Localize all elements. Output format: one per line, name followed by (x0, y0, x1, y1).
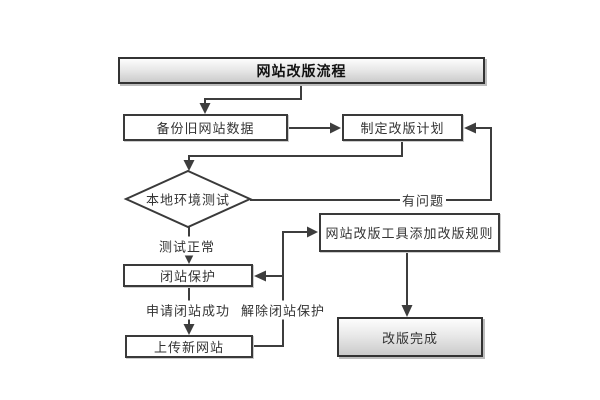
backup-label: 备份旧网站数据 (156, 121, 255, 136)
arrowhead-into-plan-left (330, 122, 341, 134)
connector-upload-to-tool (253, 231, 308, 347)
tool-label: 网站改版工具添加改版规则 (325, 226, 494, 241)
arrowhead-into-protect-top (183, 253, 195, 264)
edge-label-remove-protect: 解除闭站保护 (238, 300, 328, 320)
arrowhead-into-tool (307, 226, 318, 238)
local-test-diamond-label: 本地环境测试 (145, 192, 231, 208)
upload-node: 上传新网站 (125, 335, 253, 358)
decision-diamond-shape (123, 169, 253, 229)
flow-title-label: 网站改版流程 (256, 62, 347, 79)
edge-label-apply-success: 申请闭站成功 (143, 300, 233, 320)
arrowhead-into-test (183, 160, 195, 171)
arrowhead-into-backup (199, 103, 211, 114)
done-label: 改版完成 (381, 330, 438, 346)
edge-label-problem: 有问题 (399, 190, 447, 210)
flow-title-node: 网站改版流程 (118, 57, 485, 84)
protect-node: 闭站保护 (123, 264, 253, 287)
done-node: 改版完成 (337, 317, 483, 357)
arrowhead-into-plan-right (464, 122, 476, 134)
connector-test-to-plan-problem (250, 127, 492, 201)
plan-node: 制定改版计划 (342, 114, 463, 141)
plan-label: 制定改版计划 (360, 121, 445, 136)
edge-label-test-ok: 测试正常 (156, 236, 218, 256)
tool-node: 网站改版工具添加改版规则 (319, 213, 500, 252)
backup-node: 备份旧网站数据 (123, 114, 288, 141)
protect-label: 闭站保护 (159, 269, 216, 284)
arrowhead-into-upload (183, 324, 195, 335)
arrowhead-into-protect-right (254, 270, 266, 282)
arrowhead-into-done (401, 305, 413, 317)
connector-plan-to-test (188, 141, 403, 161)
upload-label: 上传新网站 (153, 340, 224, 355)
connector-title-to-backup (204, 84, 302, 104)
